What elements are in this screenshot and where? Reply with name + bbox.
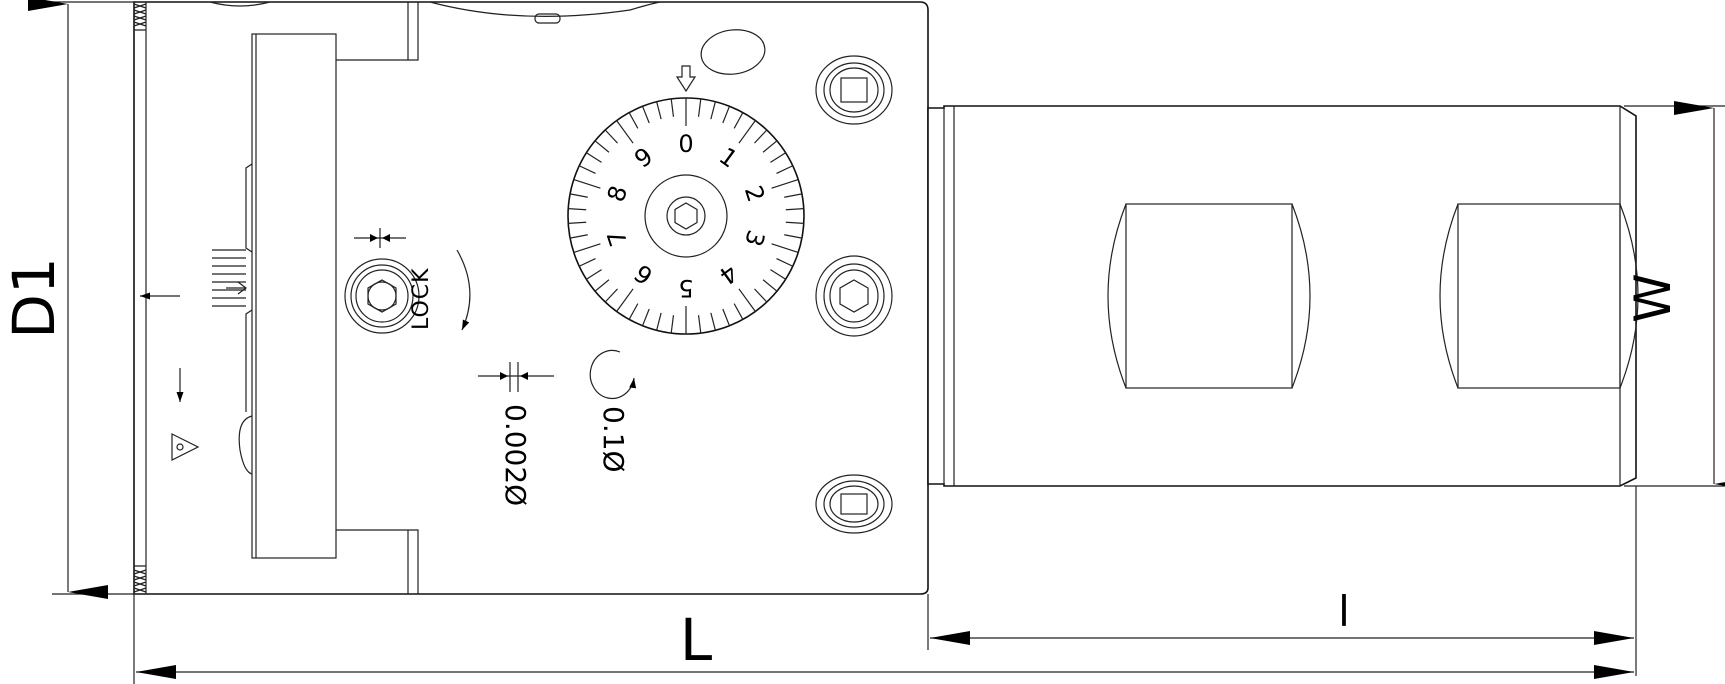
- dial-rotate-icon: [589, 349, 637, 400]
- d1-label: D1: [0, 257, 68, 339]
- dial-tick: [616, 120, 634, 144]
- dial-tick: [771, 178, 799, 189]
- dial-tick: [710, 312, 716, 331]
- screw-top: [815, 55, 893, 125]
- dial-number: 5: [678, 274, 693, 302]
- knurl-bottom: [133, 569, 147, 593]
- head-body: [133, 1, 929, 595]
- oval-marker: [700, 29, 766, 75]
- clamp-flat-2: [1439, 203, 1639, 389]
- dial-tick: [762, 279, 778, 292]
- dial-tick: [722, 308, 730, 326]
- dial-tick: [568, 207, 587, 211]
- dial-ticks: [568, 98, 804, 334]
- fine-increment-label: 0.002Ø: [499, 404, 532, 506]
- dial-tick: [762, 140, 778, 153]
- dial-tick: [770, 152, 786, 163]
- dial-tick: [642, 106, 650, 124]
- w-label: W: [1624, 273, 1682, 322]
- dial-tick: [586, 269, 602, 280]
- dovetail-slide: [251, 33, 337, 559]
- dial-tick: [578, 258, 596, 267]
- dial-tick: [771, 243, 799, 254]
- dial-tick: [616, 288, 634, 312]
- clamp-flat-1: [1107, 203, 1311, 389]
- shank: [927, 105, 1639, 487]
- screw-middle: [815, 255, 893, 337]
- dial-tick: [754, 129, 768, 144]
- dial-tick: [594, 140, 610, 153]
- dial-tick: [776, 165, 794, 174]
- dial-tick: [594, 279, 610, 292]
- dial-tick: [697, 315, 702, 334]
- dial-tick: [569, 193, 588, 198]
- dial-tick: [656, 101, 662, 120]
- screw-bottom: [815, 474, 893, 534]
- dial-tick: [569, 234, 588, 239]
- dial-tick: [573, 178, 601, 189]
- dial-tick: [785, 207, 804, 211]
- dial-tick: [656, 312, 662, 331]
- slide-scale: [212, 249, 247, 307]
- dial-tick: [628, 303, 639, 320]
- dial-tick: [670, 315, 675, 334]
- dial-tick: [770, 269, 786, 280]
- dial-tick: [604, 288, 618, 303]
- dial-increment-label: 0.1Ø: [597, 406, 630, 473]
- lock-screw: [344, 258, 420, 334]
- dial-tick: [722, 106, 730, 124]
- dimension-d1: [28, 0, 134, 599]
- lock-rotate-arrow: [456, 249, 471, 331]
- dial-tick: [738, 120, 756, 144]
- dial-tick: [578, 165, 596, 174]
- dimension-l-total: [133, 594, 1634, 684]
- dial-tick: [568, 221, 587, 225]
- dial-tick: [784, 234, 803, 239]
- dial-tick: [738, 288, 756, 312]
- dial-tick: [710, 101, 716, 120]
- dial-tick: [754, 288, 768, 303]
- dial-number: 0: [678, 130, 693, 158]
- dial-tick: [733, 303, 744, 320]
- knurl-top: [133, 3, 147, 27]
- dial-tick: [733, 112, 744, 129]
- dial-tick: [697, 98, 702, 117]
- dial-tick: [586, 152, 602, 163]
- dial-tick: [670, 98, 675, 117]
- l-total-label: L: [680, 606, 712, 674]
- lock-label: LOCK: [409, 267, 434, 330]
- dial-tick: [784, 193, 803, 198]
- dial-tick: [642, 308, 650, 326]
- dial-tick: [604, 129, 618, 144]
- dial-tick: [785, 221, 804, 225]
- lock-symbol-icon: [354, 228, 406, 248]
- dimension-l-shank: [927, 486, 1637, 676]
- dial-tick: [573, 243, 601, 254]
- dial-tick: [628, 112, 639, 129]
- dimension-w: [1624, 101, 1725, 491]
- dial-pointer-icon: [675, 65, 697, 93]
- dial-tick: [776, 258, 794, 267]
- insert-triangle-icon: [171, 433, 200, 461]
- l-shank-label: l: [1338, 587, 1350, 636]
- fine-increment-symbol-icon: [478, 362, 554, 392]
